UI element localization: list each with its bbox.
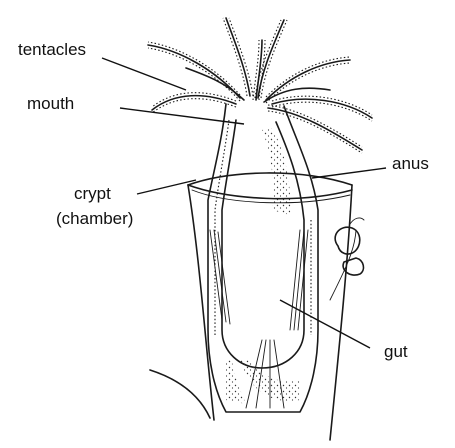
crypt-leader xyxy=(137,180,196,194)
label-anus: anus xyxy=(392,154,429,173)
label-chamber: (chamber) xyxy=(56,209,133,228)
label-mouth: mouth xyxy=(27,94,74,113)
body-drawing xyxy=(150,104,364,440)
label-crypt: crypt xyxy=(74,184,111,203)
label-tentacles: tentacles xyxy=(18,40,86,59)
gut-leader xyxy=(280,300,370,348)
anus-leader xyxy=(312,168,386,178)
label-gut: gut xyxy=(384,342,408,361)
tentacles-leader xyxy=(102,58,186,90)
tentacles-drawing xyxy=(148,18,372,153)
